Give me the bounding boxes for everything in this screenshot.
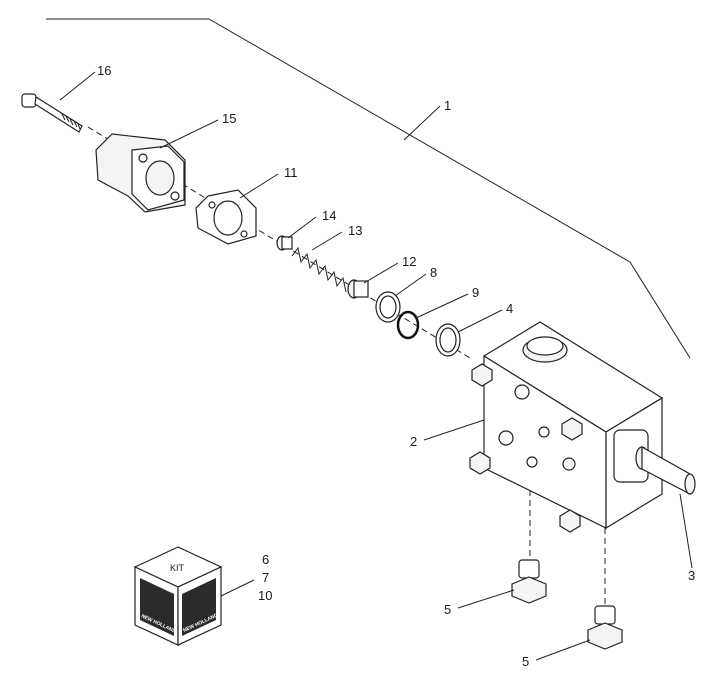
gasket-part — [195, 189, 257, 245]
assembly-bracket-line — [46, 18, 691, 359]
callout-12: 12 — [402, 254, 416, 269]
leader-12 — [363, 262, 399, 284]
callout-3: 3 — [688, 568, 695, 583]
plug-part — [587, 605, 623, 650]
callout-1: 1 — [444, 98, 451, 113]
housing-part — [95, 133, 186, 213]
o-ring-part — [396, 310, 420, 340]
bolt-part — [21, 93, 83, 133]
new-holland-logo-right: NEW HOLLAND — [182, 578, 219, 636]
leader-5b — [535, 639, 591, 661]
plug-part — [511, 559, 547, 604]
callout-2: 2 — [410, 434, 417, 449]
leader-9 — [415, 293, 469, 319]
kit-box: KIT NEW HOLLAND NEW HOLLAND — [133, 546, 223, 646]
callout-9: 9 — [472, 285, 479, 300]
callout-16: 16 — [97, 63, 111, 78]
spring-part — [291, 246, 347, 293]
valve-block-part — [469, 321, 664, 533]
callout-10: 10 — [258, 588, 272, 603]
leader-14 — [287, 216, 317, 239]
callout-11: 11 — [284, 165, 298, 180]
leader-3 — [679, 493, 693, 569]
plunger-part — [347, 279, 369, 299]
callout-7: 7 — [262, 570, 269, 585]
callout-13: 13 — [348, 223, 362, 238]
callout-8: 8 — [430, 265, 437, 280]
leader-4 — [457, 309, 503, 333]
callout-5b: 5 — [522, 654, 529, 669]
leader-8 — [394, 273, 427, 297]
leader-5a — [457, 589, 515, 609]
kit-label: KIT — [170, 563, 185, 573]
leader-16 — [59, 71, 96, 101]
callout-4: 4 — [506, 301, 513, 316]
seal-ring-part — [435, 323, 461, 357]
callout-15: 15 — [222, 111, 236, 126]
leader-13 — [311, 231, 343, 251]
poppet-part — [276, 235, 293, 251]
leader-kit — [220, 579, 255, 597]
washer-part — [375, 291, 401, 323]
leader-1 — [403, 105, 441, 141]
callout-6: 6 — [262, 552, 269, 567]
leader-11 — [239, 173, 279, 199]
leader-15 — [159, 119, 219, 149]
leader-2 — [423, 419, 485, 441]
callout-5a: 5 — [444, 602, 451, 617]
callout-14: 14 — [322, 208, 336, 223]
shaft-part — [635, 445, 696, 495]
